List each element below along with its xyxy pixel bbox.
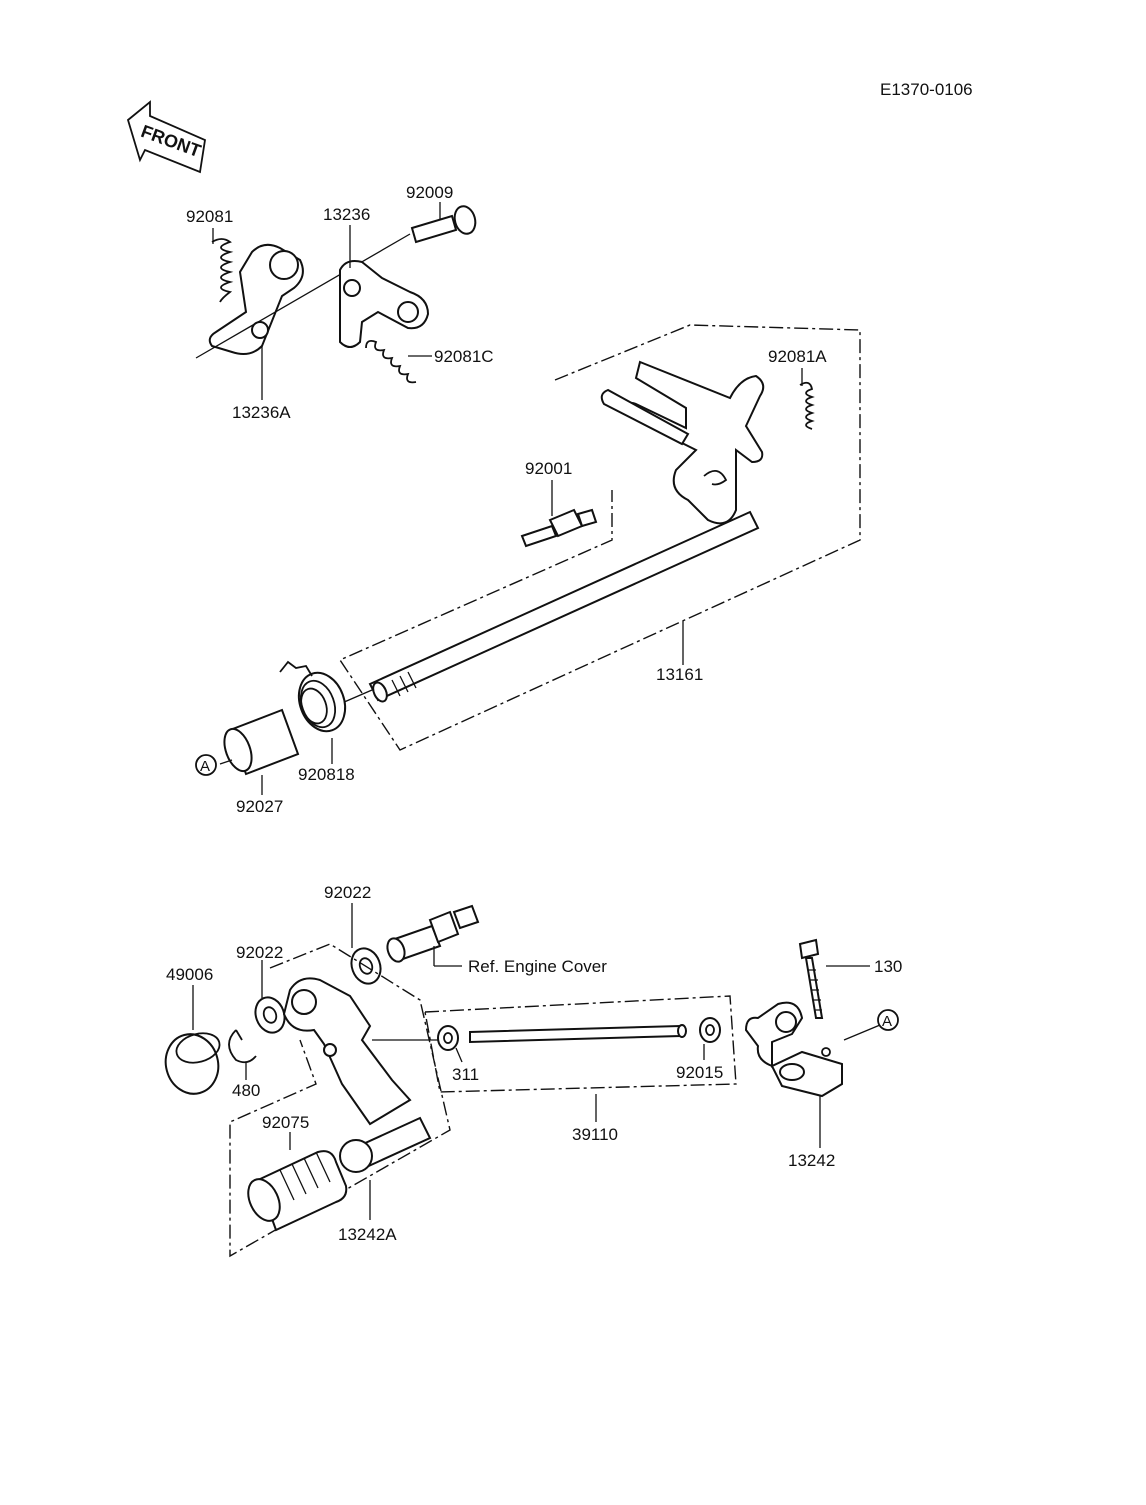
part-13236A: 13236A <box>232 403 291 422</box>
part-92081: 92081 <box>186 207 233 226</box>
part-13161: 13161 <box>656 665 703 684</box>
washer-92022-left <box>254 996 286 1034</box>
collar-92027 <box>223 708 300 776</box>
part-92001: 92001 <box>525 459 572 478</box>
part-311: 311 <box>452 1065 479 1084</box>
part-92022-left: 92022 <box>236 943 283 962</box>
part-92022-top: 92022 <box>324 883 371 902</box>
part-130: 130 <box>874 957 902 976</box>
ref-engine-cover: Ref. Engine Cover <box>468 957 607 976</box>
spring-92081A <box>799 381 815 430</box>
part-92009: 92009 <box>406 183 453 202</box>
part-92081C: 92081C <box>434 347 494 366</box>
part-480: 480 <box>232 1081 260 1100</box>
part-92081A: 92081A <box>768 347 827 366</box>
link-13242 <box>744 1001 843 1098</box>
part-39110: 39110 <box>572 1125 618 1144</box>
arm-13236 <box>339 260 430 348</box>
marker-a-top: A <box>195 754 217 776</box>
pivot-bolt <box>386 904 480 963</box>
front-label: FRONT <box>138 121 203 161</box>
bolt-130 <box>798 938 824 1019</box>
front-arrow-icon: FRONT <box>126 100 206 174</box>
shift-drum-plate <box>600 360 765 525</box>
diagram-code: E1370-0106 <box>880 80 973 99</box>
nut-92015 <box>699 1017 721 1043</box>
arm-13236A <box>208 243 304 355</box>
bolt-92001 <box>520 508 598 548</box>
rubber-92075 <box>247 1150 348 1232</box>
part-92027: 92027 <box>236 797 283 816</box>
rod-39110 <box>469 1024 687 1044</box>
shaft-13161 <box>368 510 760 703</box>
svg-text:A: A <box>200 758 210 775</box>
part-13236: 13236 <box>323 205 370 224</box>
part-92081B: 920818 <box>298 765 355 784</box>
part-49006: 49006 <box>166 965 213 984</box>
cap-49006 <box>164 1032 221 1095</box>
spring-92081C <box>365 339 417 384</box>
spring-92081B <box>279 660 347 733</box>
bolt-92009 <box>410 205 477 244</box>
part-13242: 13242 <box>788 1151 835 1170</box>
svg-text:A: A <box>882 1013 892 1030</box>
part-13242A: 13242A <box>338 1225 397 1244</box>
part-92075: 92075 <box>262 1113 309 1132</box>
circlip-480 <box>228 1029 257 1064</box>
part-92015: 92015 <box>676 1063 723 1082</box>
nut-311 <box>437 1025 459 1051</box>
marker-a-bottom: A <box>877 1009 899 1031</box>
spring-92081 <box>211 238 234 303</box>
pedal-13242A <box>282 977 432 1173</box>
